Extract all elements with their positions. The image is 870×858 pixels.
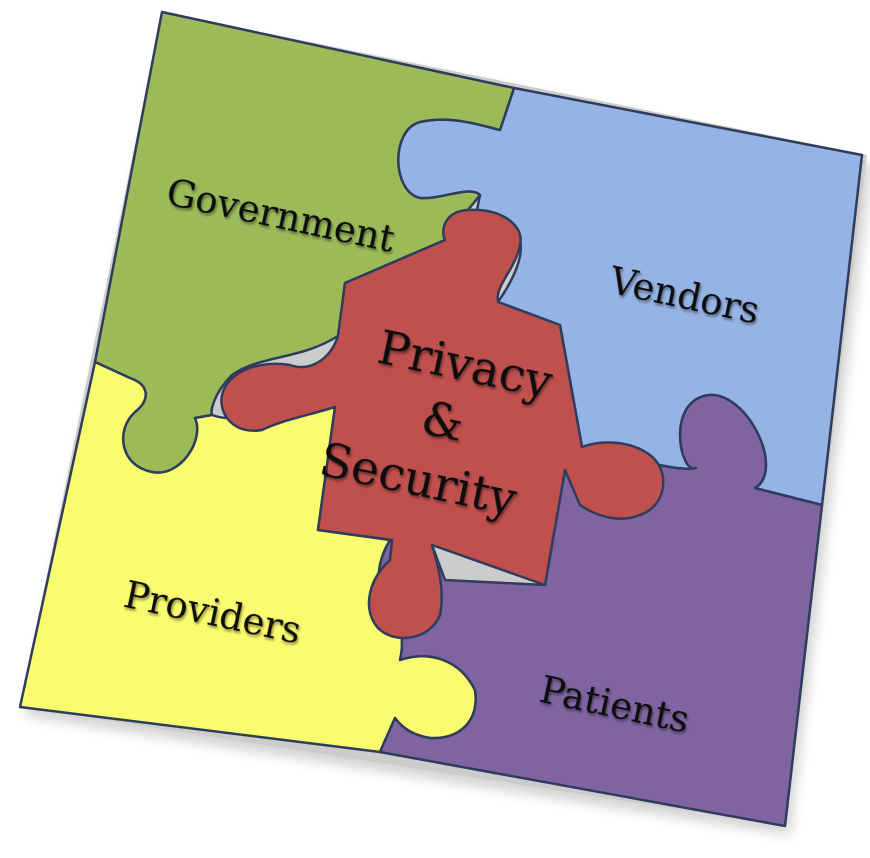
privacy-security-piece: [220, 208, 665, 640]
patients-piece: [377, 393, 824, 828]
